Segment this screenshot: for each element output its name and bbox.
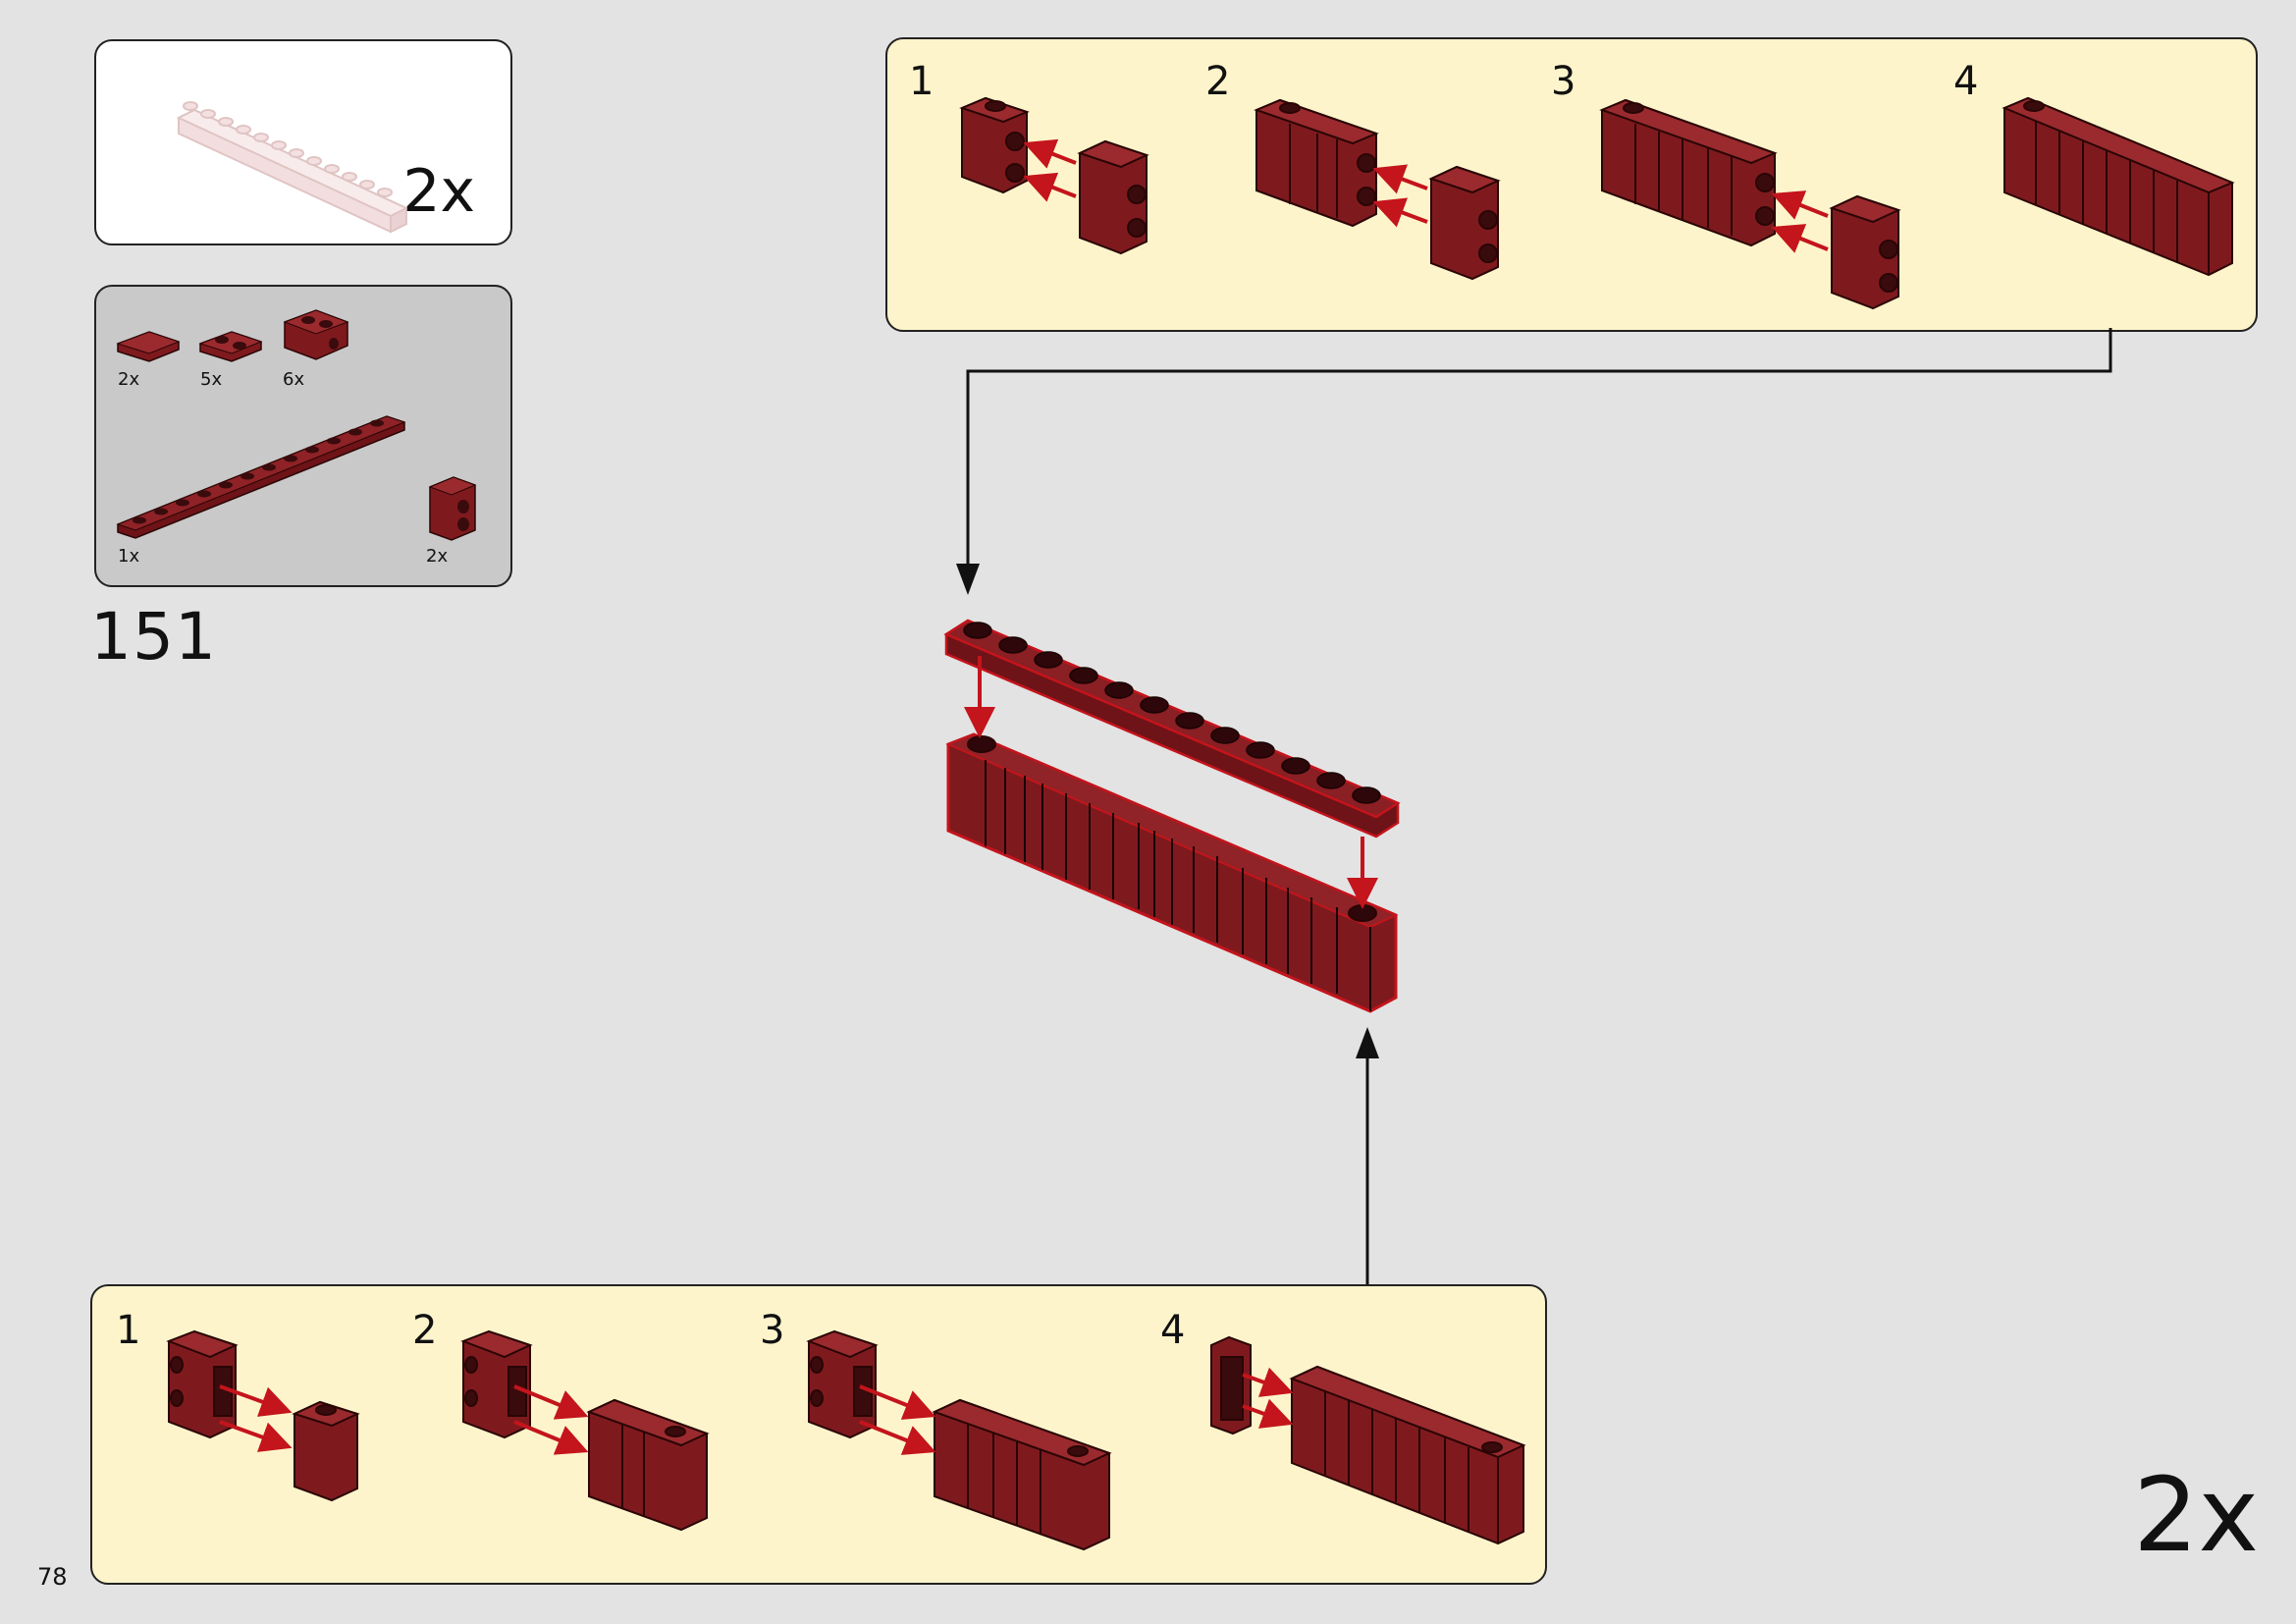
- top-step-2-illustration: [1254, 98, 1501, 281]
- bottom-step-1-illustration: [166, 1329, 360, 1502]
- part-count-brick-side-studs: 6x: [283, 369, 305, 390]
- part-count-plate-1x2: 2x: [118, 369, 140, 390]
- part-count-jumper-plate: 5x: [200, 369, 223, 390]
- top-substep-2: 2: [1205, 59, 1231, 104]
- bottom-connector-arrowhead: [1356, 1027, 1379, 1058]
- part-plate-1x12-image: [116, 415, 406, 539]
- page-number: 78: [37, 1563, 68, 1591]
- parts-list-panel: 2x 5x 6x 1x 2x: [94, 285, 512, 587]
- top-step-1-illustration: [959, 96, 1149, 255]
- part-brick-side-studs-image: [283, 309, 349, 360]
- submodel-preview-image: [176, 101, 409, 234]
- part-plate-1x2-image: [116, 331, 181, 362]
- top-substep-1: 1: [909, 59, 934, 104]
- top-connector-arrowhead: [956, 564, 980, 595]
- assembly-multiplier: 2x: [2133, 1455, 2259, 1575]
- top-substep-4: 4: [1953, 59, 1979, 104]
- bottom-step-4-illustration: [1210, 1335, 1526, 1545]
- top-subassembly-panel: 1 2 3 4: [885, 37, 2258, 332]
- step-number: 151: [90, 599, 217, 675]
- brick-row-main: [945, 732, 1399, 1013]
- part-count-plate-1x12: 1x: [118, 546, 140, 567]
- bottom-step-3-illustration: [806, 1329, 1112, 1551]
- top-connector-line: [966, 328, 2112, 587]
- submodel-multiplier: 2x: [402, 157, 475, 226]
- bottom-step-2-illustration: [460, 1329, 710, 1532]
- part-jumper-plate-image: [198, 331, 263, 362]
- bottom-substep-3: 3: [760, 1308, 785, 1353]
- submodel-callout-panel: 2x: [94, 39, 512, 245]
- bottom-substep-4: 4: [1160, 1308, 1186, 1353]
- top-subassembly-illustrations: [959, 96, 2235, 310]
- part-count-brick-1x1-side: 2x: [426, 546, 449, 567]
- part-brick-1x1-side-image: [428, 476, 477, 541]
- bottom-subassembly-illustrations: [166, 1329, 1526, 1551]
- top-substep-3: 3: [1551, 59, 1576, 104]
- bottom-substep-2: 2: [412, 1308, 438, 1353]
- bottom-subassembly-panel: 1 2 3 4: [90, 1284, 1547, 1585]
- top-step-3-illustration: [1599, 98, 1901, 310]
- plate-1x12-main: [943, 619, 1401, 839]
- bottom-substep-1: 1: [116, 1308, 141, 1353]
- top-step-4-illustration: [2002, 96, 2235, 277]
